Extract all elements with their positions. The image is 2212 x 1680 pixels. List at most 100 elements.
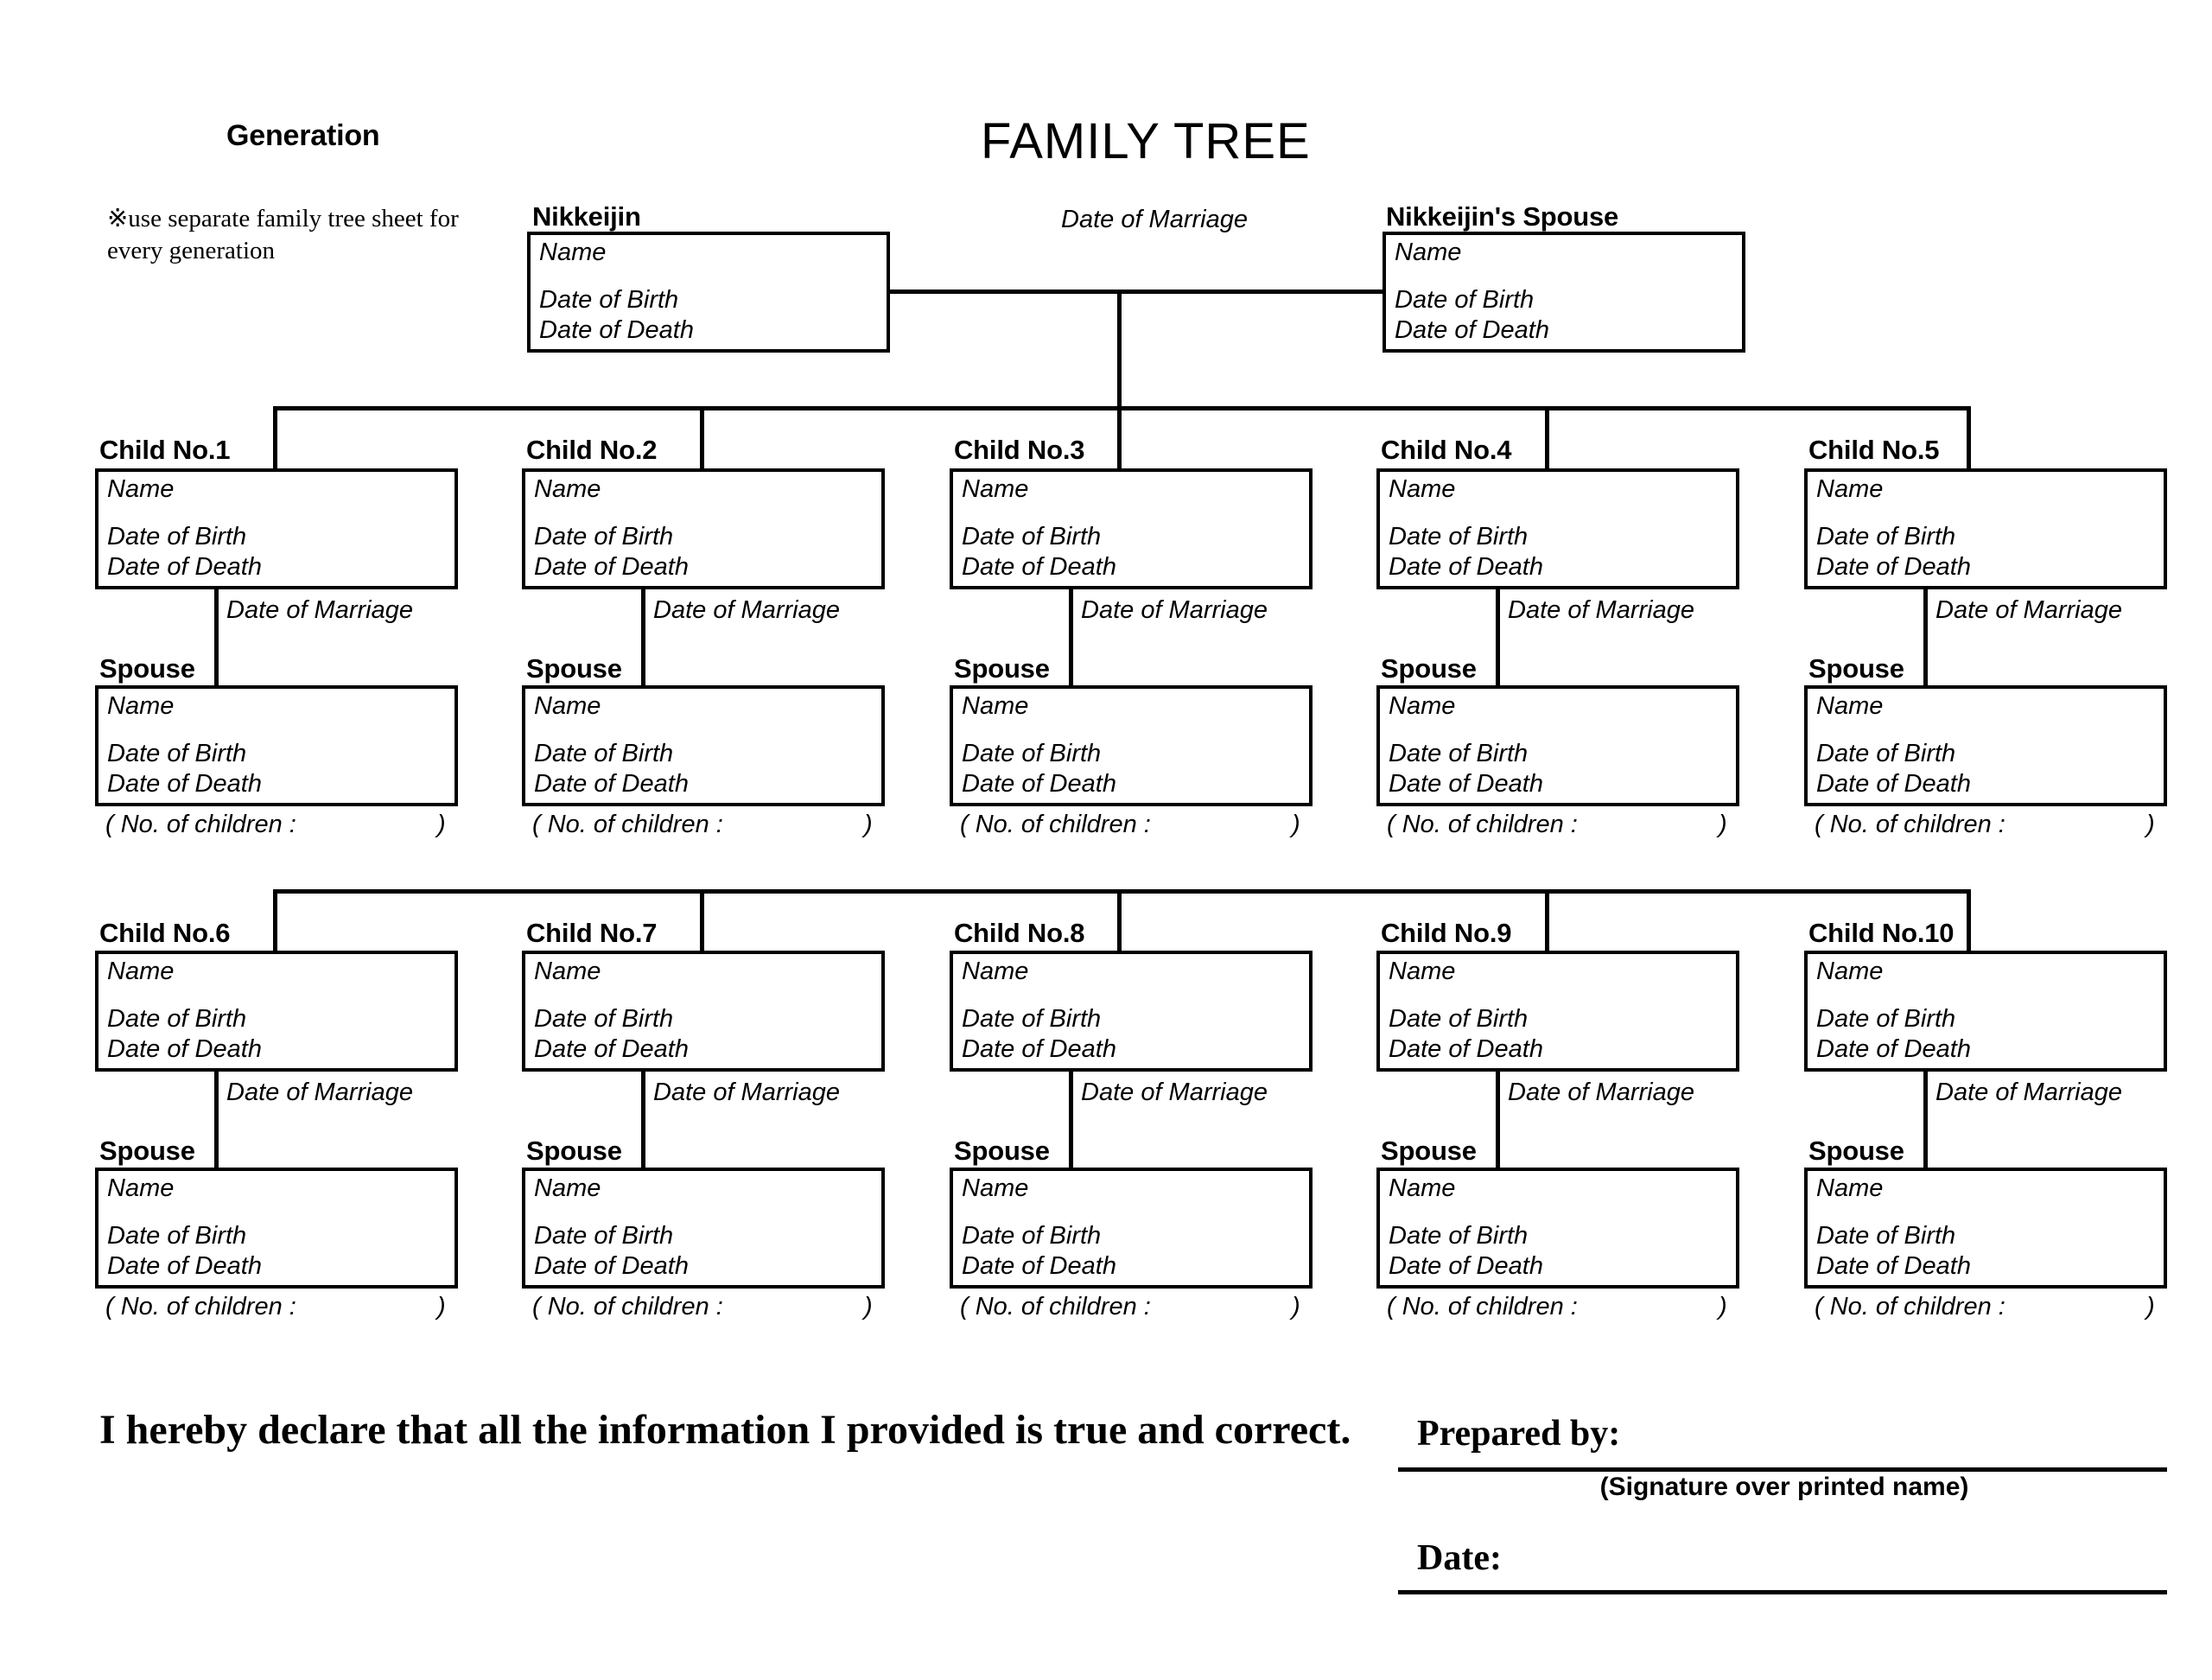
- child-7-name-field[interactable]: Name: [534, 958, 601, 985]
- spouse-box-7[interactable]: Name Date of Birth Date of Death: [522, 1168, 885, 1289]
- children-count-4[interactable]: ( No. of children : ): [1387, 811, 1732, 839]
- child-1-dod-field[interactable]: Date of Death: [107, 553, 262, 581]
- child-4-dob-field[interactable]: Date of Birth: [1389, 523, 1529, 550]
- child-9-dob-field[interactable]: Date of Birth: [1389, 1005, 1529, 1033]
- children-count-5[interactable]: ( No. of children : ): [1815, 811, 2160, 839]
- child-6-dob-field[interactable]: Date of Birth: [107, 1005, 247, 1033]
- child-3-dod-field[interactable]: Date of Death: [962, 553, 1116, 581]
- spouse-1-name-field[interactable]: Name: [107, 692, 175, 720]
- spouse-3-dob-field[interactable]: Date of Birth: [962, 740, 1102, 767]
- child-9-name-field[interactable]: Name: [1389, 958, 1456, 985]
- child-box-7[interactable]: Name Date of Birth Date of Death: [522, 951, 885, 1072]
- child-4-dod-field[interactable]: Date of Death: [1389, 553, 1543, 581]
- child-7-dod-field[interactable]: Date of Death: [534, 1035, 689, 1063]
- child-10-name-field[interactable]: Name: [1816, 958, 1884, 985]
- spouse-box-10[interactable]: Name Date of Birth Date of Death: [1804, 1168, 2167, 1289]
- child-box-1[interactable]: Name Date of Birth Date of Death: [95, 468, 458, 589]
- child-2-dod-field[interactable]: Date of Death: [534, 553, 689, 581]
- spouse-1-dod-field[interactable]: Date of Death: [107, 770, 262, 798]
- spouse-10-dob-field[interactable]: Date of Birth: [1816, 1222, 1956, 1250]
- spouse-5-dob-field[interactable]: Date of Birth: [1816, 740, 1956, 767]
- children-count-10[interactable]: ( No. of children : ): [1815, 1293, 2160, 1321]
- spouse-9-dod-field[interactable]: Date of Death: [1389, 1252, 1543, 1280]
- children-count-1[interactable]: ( No. of children : ): [105, 811, 451, 839]
- spouse-3-name-field[interactable]: Name: [962, 692, 1029, 720]
- spouse-box-8[interactable]: Name Date of Birth Date of Death: [950, 1168, 1313, 1289]
- child-9-dod-field[interactable]: Date of Death: [1389, 1035, 1543, 1063]
- spouse-box-5[interactable]: Name Date of Birth Date of Death: [1804, 685, 2167, 806]
- spouse-box-2[interactable]: Name Date of Birth Date of Death: [522, 685, 885, 806]
- child-box-2[interactable]: Name Date of Birth Date of Death: [522, 468, 885, 589]
- children-count-7[interactable]: ( No. of children : ): [532, 1293, 878, 1321]
- spouse-9-dob-field[interactable]: Date of Birth: [1389, 1222, 1529, 1250]
- nikkeijin-spouse-name-field[interactable]: Name: [1395, 239, 1462, 266]
- children-count-8[interactable]: ( No. of children : ): [960, 1293, 1306, 1321]
- children-count-9[interactable]: ( No. of children : ): [1387, 1293, 1732, 1321]
- child-5-name-field[interactable]: Name: [1816, 475, 1884, 503]
- spouse-7-dob-field[interactable]: Date of Birth: [534, 1222, 674, 1250]
- nikkeijin-dod-field[interactable]: Date of Death: [539, 316, 694, 344]
- child-5-dod-field[interactable]: Date of Death: [1816, 553, 1971, 581]
- spouse-4-dob-field[interactable]: Date of Birth: [1389, 740, 1529, 767]
- spouse-box-1[interactable]: Name Date of Birth Date of Death: [95, 685, 458, 806]
- child-box-4[interactable]: Name Date of Birth Date of Death: [1376, 468, 1739, 589]
- spouse-8-dob-field[interactable]: Date of Birth: [962, 1222, 1102, 1250]
- child-4-name-field[interactable]: Name: [1389, 475, 1456, 503]
- children-count-2[interactable]: ( No. of children : ): [532, 811, 878, 839]
- spouse-7-name-field[interactable]: Name: [534, 1174, 601, 1202]
- nikkeijin-box[interactable]: Name Date of Birth Date of Death: [527, 232, 890, 353]
- child-10-dod-field[interactable]: Date of Death: [1816, 1035, 1971, 1063]
- spouse-10-name-field[interactable]: Name: [1816, 1174, 1884, 1202]
- child-5-dob-field[interactable]: Date of Birth: [1816, 523, 1956, 550]
- nikkeijin-spouse-dob-field[interactable]: Date of Birth: [1395, 286, 1535, 314]
- spouse-5-dod-field[interactable]: Date of Death: [1816, 770, 1971, 798]
- prepared-by-signature-line[interactable]: [1398, 1467, 2167, 1472]
- spouse-box-4[interactable]: Name Date of Birth Date of Death: [1376, 685, 1739, 806]
- spouse-box-3[interactable]: Name Date of Birth Date of Death: [950, 685, 1313, 806]
- spouse-2-dod-field[interactable]: Date of Death: [534, 770, 689, 798]
- child-7-dob-field[interactable]: Date of Birth: [534, 1005, 674, 1033]
- spouse-6-name-field[interactable]: Name: [107, 1174, 175, 1202]
- child-8-name-field[interactable]: Name: [962, 958, 1029, 985]
- child-1-name-field[interactable]: Name: [107, 475, 175, 503]
- spouse-4-name-field[interactable]: Name: [1389, 692, 1456, 720]
- children-count-6[interactable]: ( No. of children : ): [105, 1293, 451, 1321]
- nikkeijin-dob-field[interactable]: Date of Birth: [539, 286, 679, 314]
- spouse-1-dob-field[interactable]: Date of Birth: [107, 740, 247, 767]
- spouse-box-9[interactable]: Name Date of Birth Date of Death: [1376, 1168, 1739, 1289]
- child-2-dob-field[interactable]: Date of Birth: [534, 523, 674, 550]
- child-6-name-field[interactable]: Name: [107, 958, 175, 985]
- child-box-8[interactable]: Name Date of Birth Date of Death: [950, 951, 1313, 1072]
- child-8-dod-field[interactable]: Date of Death: [962, 1035, 1116, 1063]
- child-2-name-field[interactable]: Name: [534, 475, 601, 503]
- date-line[interactable]: [1398, 1590, 2167, 1594]
- spouse-box-6[interactable]: Name Date of Birth Date of Death: [95, 1168, 458, 1289]
- spouse-3-dod-field[interactable]: Date of Death: [962, 770, 1116, 798]
- spouse-2-name-field[interactable]: Name: [534, 692, 601, 720]
- spouse-8-name-field[interactable]: Name: [962, 1174, 1029, 1202]
- child-box-10[interactable]: Name Date of Birth Date of Death: [1804, 951, 2167, 1072]
- child-10-dob-field[interactable]: Date of Birth: [1816, 1005, 1956, 1033]
- spouse-5-name-field[interactable]: Name: [1816, 692, 1884, 720]
- child-box-6[interactable]: Name Date of Birth Date of Death: [95, 951, 458, 1072]
- nikkeijin-name-field[interactable]: Name: [539, 239, 607, 266]
- spouse-6-dod-field[interactable]: Date of Death: [107, 1252, 262, 1280]
- spouse-2-dob-field[interactable]: Date of Birth: [534, 740, 674, 767]
- child-box-5[interactable]: Name Date of Birth Date of Death: [1804, 468, 2167, 589]
- spouse-10-dod-field[interactable]: Date of Death: [1816, 1252, 1971, 1280]
- spouse-4-dod-field[interactable]: Date of Death: [1389, 770, 1543, 798]
- child-box-3[interactable]: Name Date of Birth Date of Death: [950, 468, 1313, 589]
- spouse-8-dod-field[interactable]: Date of Death: [962, 1252, 1116, 1280]
- spouse-9-name-field[interactable]: Name: [1389, 1174, 1456, 1202]
- child-box-9[interactable]: Name Date of Birth Date of Death: [1376, 951, 1739, 1072]
- nikkeijin-spouse-box[interactable]: Name Date of Birth Date of Death: [1382, 232, 1745, 353]
- child-3-dob-field[interactable]: Date of Birth: [962, 523, 1102, 550]
- child-8-dob-field[interactable]: Date of Birth: [962, 1005, 1102, 1033]
- spouse-6-dob-field[interactable]: Date of Birth: [107, 1222, 247, 1250]
- child-3-name-field[interactable]: Name: [962, 475, 1029, 503]
- nikkeijin-spouse-dod-field[interactable]: Date of Death: [1395, 316, 1549, 344]
- spouse-7-dod-field[interactable]: Date of Death: [534, 1252, 689, 1280]
- child-1-dob-field[interactable]: Date of Birth: [107, 523, 247, 550]
- child-6-dod-field[interactable]: Date of Death: [107, 1035, 262, 1063]
- children-count-3[interactable]: ( No. of children : ): [960, 811, 1306, 839]
